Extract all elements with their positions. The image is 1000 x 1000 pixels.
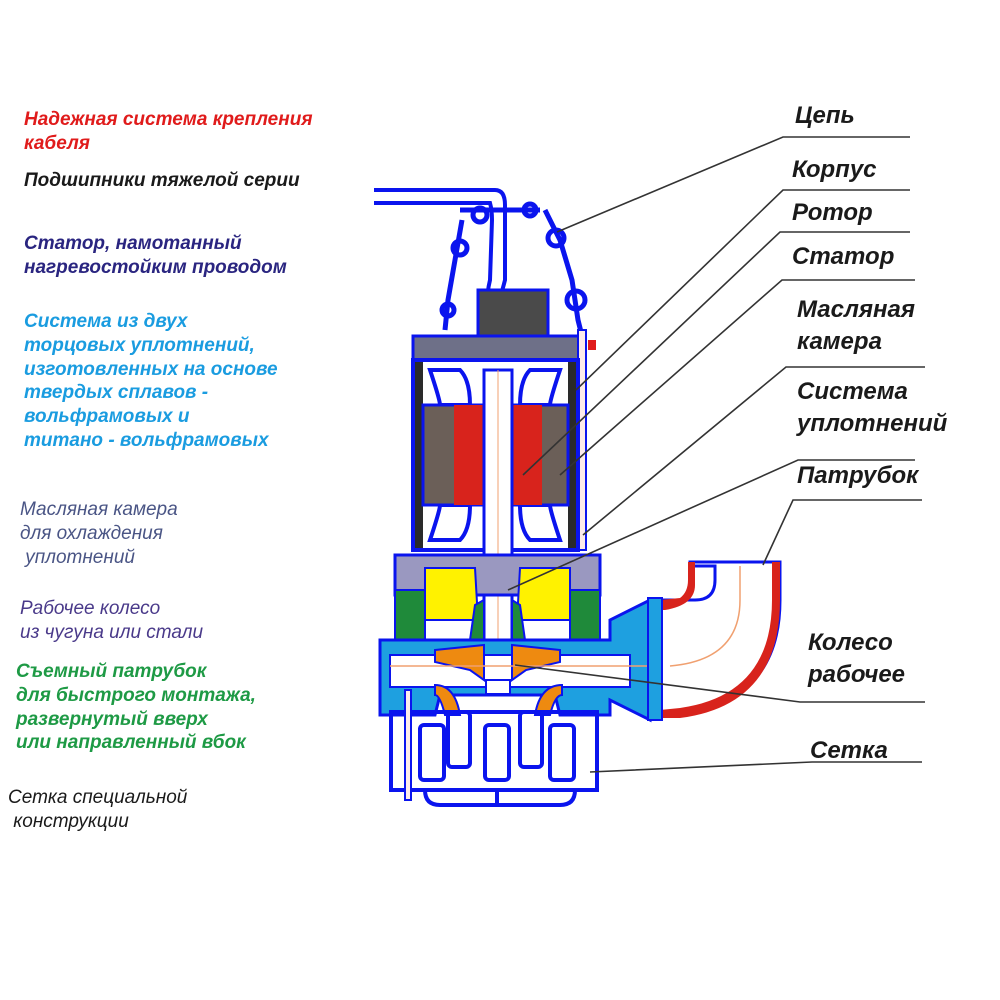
- label-rotor: Ротор: [792, 199, 873, 226]
- rotor-left: [454, 405, 484, 505]
- oil-chamber: [393, 553, 602, 641]
- leader-stator: [559, 279, 915, 476]
- volute: [378, 597, 760, 723]
- leader-rotor: [522, 231, 910, 476]
- leader-impeller: [514, 664, 925, 703]
- label-stator: Статор: [792, 243, 895, 270]
- label-strainer: Сетка: [810, 737, 888, 764]
- strainer: [389, 689, 599, 807]
- chain: [439, 201, 588, 341]
- label-mechanical-seals: Система из двух торцовых уплотнений, изг…: [24, 311, 278, 451]
- label-outlet-pipe: Патрубок: [797, 462, 919, 489]
- label-stator-winding: Статор, намотанный нагревостойким провод…: [24, 233, 287, 278]
- label-impeller-material: Рабочее колесо из чугуна или стали: [20, 598, 204, 643]
- label-seal-system: Система уплотнений: [797, 378, 948, 437]
- leader-housing: [575, 189, 910, 391]
- label-removable-outlet: Съемный патрубок для быстрого монтажа, р…: [16, 661, 256, 754]
- leader-oil-chamber: [582, 366, 925, 536]
- leader-strainer: [589, 761, 922, 773]
- motor-housing: [411, 358, 580, 692]
- label-special-strainer: Сетка специальной конструкции: [8, 787, 188, 832]
- impeller: [434, 643, 485, 682]
- leader-seal-system: [507, 459, 915, 591]
- rotor-right: [512, 405, 542, 505]
- leader-chain: [556, 136, 910, 233]
- leader-outlet-pipe: [762, 499, 922, 566]
- label-oil-chamber: Масляная камера: [797, 296, 916, 355]
- label-housing: Корпус: [792, 156, 877, 183]
- outlet-elbow: [647, 560, 782, 721]
- label-chain: Цепь: [795, 102, 855, 129]
- label-bearings: Подшипники тяжелой серии: [24, 170, 300, 191]
- label-cable-fixing: Надежная система крепления кабеля: [24, 109, 313, 154]
- label-oil-chamber-cooling: Масляная камера для охлаждения уплотнени…: [20, 499, 178, 568]
- top-cap: [411, 288, 596, 551]
- label-impeller: Колесо рабочее: [808, 629, 906, 688]
